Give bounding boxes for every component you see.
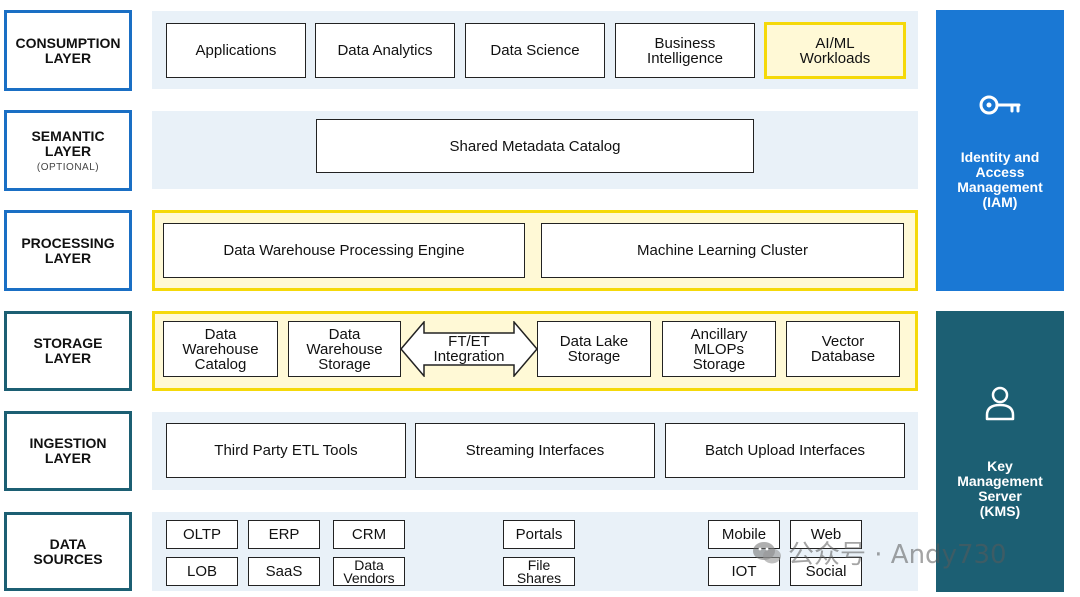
source-social: Social bbox=[790, 557, 862, 586]
source-web: Web bbox=[790, 520, 862, 549]
comp-dw-processing-engine: Data Warehouse Processing Engine bbox=[163, 223, 525, 278]
layer-label-text: SEMANTIC LAYER bbox=[31, 127, 105, 159]
iam-panel: Identity and Access Management (IAM) bbox=[936, 10, 1064, 291]
comp-streaming-interfaces: Streaming Interfaces bbox=[415, 423, 655, 478]
layer-label-text: INGESTION LAYER bbox=[29, 435, 107, 466]
comp-batch-upload: Batch Upload Interfaces bbox=[665, 423, 905, 478]
comp-third-party-etl: Third Party ETL Tools bbox=[166, 423, 406, 478]
layer-label-text: DATA SOURCES bbox=[33, 535, 103, 567]
comp-shared-metadata-catalog: Shared Metadata Catalog bbox=[316, 119, 754, 173]
source-crm: CRM bbox=[333, 520, 405, 549]
comp-ml-cluster: Machine Learning Cluster bbox=[541, 223, 904, 278]
layer-label-text: PROCESSING LAYER bbox=[21, 234, 115, 266]
source-data-vendors: Data Vendors bbox=[333, 557, 405, 586]
key-icon bbox=[979, 95, 1021, 114]
source-erp: ERP bbox=[248, 520, 320, 549]
layer-label-sub: (OPTIONAL) bbox=[36, 161, 100, 173]
layer-label-text: STORAGE LAYER bbox=[33, 335, 103, 366]
layer-label-data-sources: DATA SOURCES bbox=[4, 512, 132, 591]
layer-label-ingestion: INGESTION LAYER bbox=[4, 411, 132, 491]
comp-dw-storage: Data Warehouse Storage bbox=[288, 321, 401, 377]
comp-dw-catalog: Data Warehouse Catalog bbox=[163, 321, 278, 377]
source-oltp: OLTP bbox=[166, 520, 238, 549]
wechat-icon bbox=[753, 541, 781, 563]
source-portals: Portals bbox=[503, 520, 575, 549]
layer-label-text: CONSUMPTION LAYER bbox=[15, 34, 121, 66]
source-lob: LOB bbox=[166, 557, 238, 586]
layer-label-consumption: CONSUMPTION LAYER bbox=[4, 10, 132, 91]
user-icon bbox=[985, 386, 1015, 420]
iam-label: Identity and Access Management (IAM) bbox=[957, 148, 1043, 210]
comp-data-lake-storage: Data Lake Storage bbox=[537, 321, 651, 377]
comp-ai-ml-workloads: AI/ML Workloads bbox=[764, 22, 906, 79]
kms-label: Key Management Server (KMS) bbox=[957, 457, 1043, 519]
comp-ft-et-integration: FT/ET Integration bbox=[433, 333, 505, 365]
layer-label-storage: STORAGE LAYER bbox=[4, 311, 132, 391]
layer-label-semantic: SEMANTIC LAYER (OPTIONAL) bbox=[4, 110, 132, 191]
comp-business-intelligence: Business Intelligence bbox=[615, 23, 755, 78]
comp-ancillary-mlops-storage: Ancillary MLOPs Storage bbox=[662, 321, 776, 377]
comp-applications: Applications bbox=[166, 23, 306, 78]
source-saas: SaaS bbox=[248, 557, 320, 586]
watermark-text: 公众号 · Andy730 bbox=[788, 540, 1007, 570]
comp-vector-database: Vector Database bbox=[786, 321, 900, 377]
comp-data-analytics: Data Analytics bbox=[315, 23, 455, 78]
layer-label-processing: PROCESSING LAYER bbox=[4, 210, 132, 291]
source-file-shares: File Shares bbox=[503, 557, 575, 586]
watermark: 公众号 · Andy730 bbox=[752, 534, 1007, 571]
kms-panel: Key Management Server (KMS) bbox=[936, 311, 1064, 592]
comp-data-science: Data Science bbox=[465, 23, 605, 78]
